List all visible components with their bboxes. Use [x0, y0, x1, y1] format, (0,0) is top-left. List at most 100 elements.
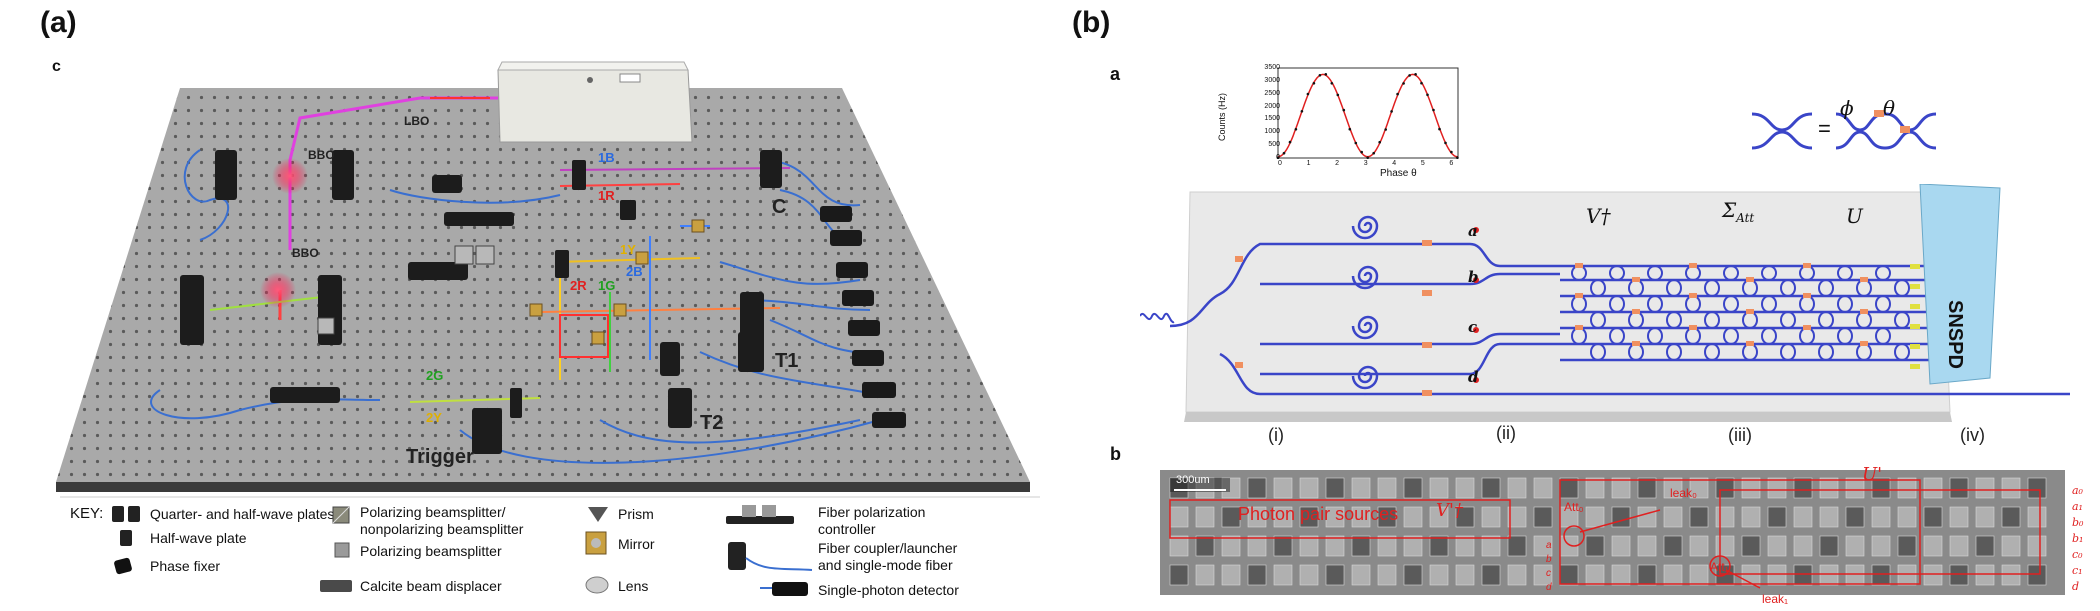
micro-tile	[1403, 535, 1423, 557]
mzi-cell	[1780, 311, 1796, 329]
micro-tile	[1429, 564, 1449, 586]
inset-point	[1456, 156, 1459, 159]
key-pbs-line2: nonpolarizing beamsplitter	[360, 521, 524, 537]
inset-point	[1318, 74, 1322, 77]
section-i-label: (i)	[1268, 425, 1284, 445]
inset-ytick: 0	[1276, 154, 1280, 161]
key-qhwp: Quarter- and half-wave plates	[150, 506, 335, 522]
mzi-cell	[1704, 343, 1720, 361]
micro-left-letter: c	[1546, 568, 1551, 579]
key-lens: Lens	[618, 578, 649, 594]
micro-tile	[1949, 506, 1969, 528]
micro-tile	[1169, 477, 1189, 499]
pbs-icon	[334, 542, 350, 558]
inset-xtick: 3	[1363, 160, 1368, 167]
micro-tile	[1663, 564, 1683, 586]
micro-tile	[1481, 506, 1501, 528]
key-spd: Single-photon detector	[818, 582, 959, 598]
mzi-cell	[1666, 343, 1682, 361]
pbs-npbs-icon	[332, 506, 350, 524]
micro-tile	[1767, 564, 1787, 586]
micro-tile	[1923, 535, 1943, 557]
micro-tile	[1637, 535, 1657, 557]
micro-tile	[1767, 477, 1787, 499]
fiber-coupler-icon	[728, 542, 813, 571]
mzi-cell	[1837, 327, 1853, 345]
micro-tile	[1585, 535, 1605, 557]
micro-tile	[1845, 506, 1865, 528]
optical-table-edge	[56, 482, 1030, 492]
inset-point	[1288, 140, 1292, 144]
micro-tile	[1351, 506, 1371, 528]
micro-tile	[1923, 506, 1943, 528]
micro-tile	[1221, 535, 1241, 557]
key-pbs-line1: Polarizing beamsplitter/	[360, 504, 506, 520]
chip-label-d: d	[1468, 368, 1479, 386]
micro-tile	[1455, 564, 1475, 586]
micrograph-vdag-label: V'†	[1436, 500, 1463, 521]
micro-tile	[1949, 535, 1969, 557]
micro-tile	[1247, 477, 1267, 499]
micro-tile	[1897, 506, 1917, 528]
mzi-phase-shifter	[1746, 341, 1754, 346]
micro-tile	[1767, 506, 1787, 528]
micro-tile	[1169, 535, 1189, 557]
inset-ytick: 1000	[1264, 128, 1280, 136]
micro-tile	[1377, 477, 1397, 499]
mzi-equivalence-diagram	[1751, 110, 1937, 150]
inset-xtick: 2	[1335, 160, 1340, 167]
micro-tile	[1403, 477, 1423, 499]
micro-tile	[1793, 477, 1813, 499]
inset-point	[1408, 74, 1411, 77]
micro-tile	[1845, 535, 1865, 557]
micro-tile	[1663, 506, 1683, 528]
micro-tile	[1689, 477, 1709, 499]
micro-tile	[1377, 506, 1397, 528]
inset-point	[1396, 92, 1399, 96]
micro-tile	[1611, 506, 1631, 528]
micro-tile	[1273, 564, 1293, 586]
key-calcite: Calcite beam displacer	[360, 578, 502, 594]
micro-tile	[1845, 477, 1865, 499]
micrograph-leak1-label: leak₁	[1762, 592, 1789, 606]
micrograph-leak0-label: leak₀	[1670, 486, 1697, 500]
mzi-cell	[1704, 311, 1720, 329]
inset-point	[1366, 156, 1369, 159]
micro-left-letter: b	[1546, 554, 1552, 565]
micro-tile	[1637, 477, 1657, 499]
mzi-phase-shifter	[1803, 263, 1811, 268]
mzi-cell	[1609, 327, 1625, 345]
micro-tile	[1663, 477, 1683, 499]
micro-tile	[1871, 506, 1891, 528]
micro-tile	[1377, 535, 1397, 557]
mzi-cell	[1780, 279, 1796, 297]
micro-tile	[1403, 564, 1423, 586]
mzi-phase-shifter	[1746, 277, 1754, 282]
micro-tile	[1637, 506, 1657, 528]
micro-tile	[1377, 564, 1397, 586]
mzi-phase-shifter	[1803, 325, 1811, 330]
micro-tile	[1481, 477, 1501, 499]
trigger-label: Trigger	[406, 446, 474, 468]
micro-tile	[1299, 564, 1319, 586]
single-photon-detectors	[820, 206, 906, 428]
mzi-cell	[1609, 265, 1625, 281]
inset-ytick: 2000	[1264, 102, 1280, 110]
inset-ytick: 3000	[1264, 76, 1280, 84]
micro-left-letter: d	[1546, 582, 1552, 593]
micro-tile	[1559, 477, 1579, 499]
micro-tile	[1949, 477, 1969, 499]
lbo-label: LBO	[404, 114, 430, 128]
key-phase: Phase fixer	[150, 558, 221, 574]
mzi-phi: ϕ	[1840, 96, 1854, 120]
mzi-phase-shifter	[1689, 293, 1697, 298]
inset-point	[1360, 150, 1363, 154]
inset-point	[1402, 82, 1405, 85]
mzi-cell	[1761, 295, 1777, 313]
micrograph-att1-label: Att₁	[1710, 560, 1729, 574]
micro-tile	[1273, 535, 1293, 557]
inset-point	[1282, 151, 1286, 155]
lens-icon	[585, 576, 609, 594]
mzi-cell	[1875, 295, 1891, 313]
